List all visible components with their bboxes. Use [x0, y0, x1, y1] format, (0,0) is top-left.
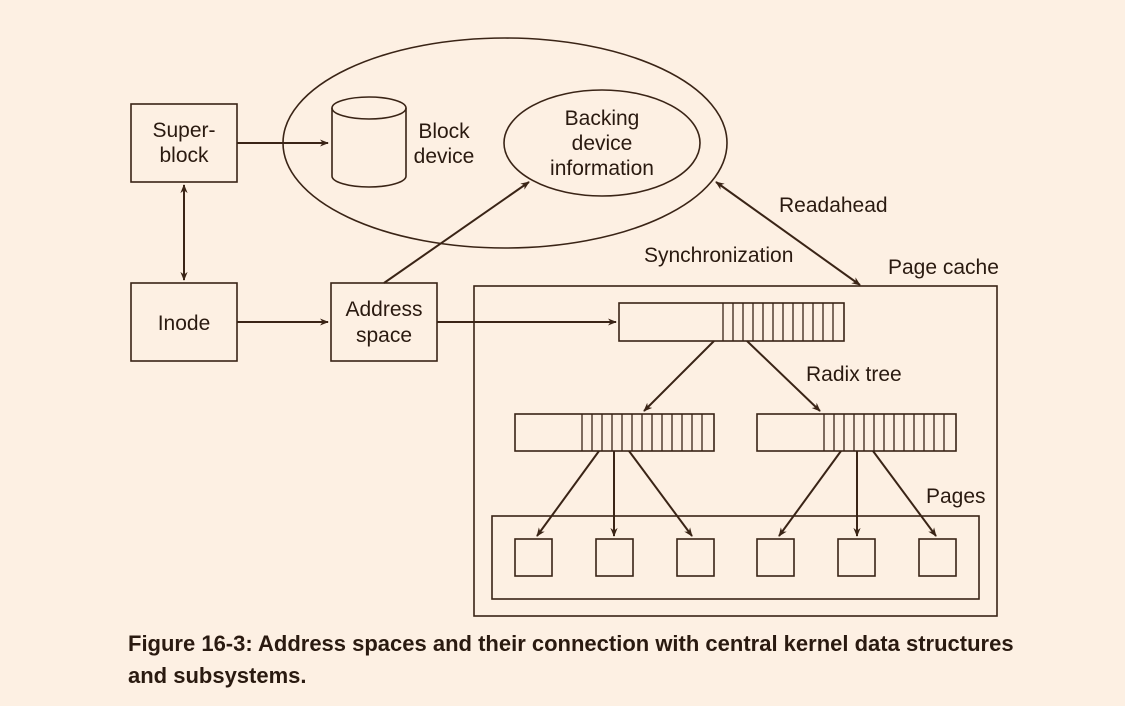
- page-cache-box: [473, 285, 998, 617]
- superblock-label-1: Super-: [152, 119, 215, 142]
- arrow-readahead: [715, 181, 861, 286]
- page-cache-label: Page cache: [888, 256, 999, 279]
- page-box: [676, 538, 715, 577]
- backing-label-2: device: [572, 132, 633, 155]
- radix-root-node: [618, 302, 845, 342]
- radix-right-node: [756, 413, 957, 452]
- figure-caption: Figure 16-3: Address spaces and their co…: [128, 631, 1014, 688]
- arrow-right-to-page4: [778, 450, 842, 537]
- block-device-label-1: Block: [418, 120, 470, 143]
- block-device-group-ellipse: [282, 37, 728, 249]
- address-space-node: [330, 282, 438, 362]
- backing-label-1: Backing: [565, 107, 640, 130]
- backing-label-3: information: [550, 157, 654, 180]
- arrow-left-to-page3: [628, 450, 693, 537]
- block-device-label-2: device: [414, 145, 475, 168]
- readahead-label: Readahead: [779, 194, 888, 217]
- arrow-radix-root-right: [746, 340, 821, 412]
- pages-group-box: [491, 515, 980, 600]
- arrow-radix-root-left: [643, 340, 715, 412]
- page-box: [837, 538, 876, 577]
- page-box: [595, 538, 634, 577]
- arrow-left-to-page1: [536, 450, 600, 537]
- backing-device-info-node: [503, 89, 701, 197]
- radix-left-node: [514, 413, 715, 452]
- arrow-address-space-to-backing: [383, 181, 530, 284]
- address-space-label-2: space: [356, 324, 412, 347]
- arrow-right-to-page6: [872, 450, 937, 537]
- block-device-cylinder-icon: [331, 96, 407, 188]
- synchronization-label: Synchronization: [644, 244, 793, 267]
- page-box: [918, 538, 957, 577]
- pages-label: Pages: [926, 485, 986, 508]
- superblock-label-2: block: [159, 144, 209, 167]
- radix-tree-label: Radix tree: [806, 363, 902, 386]
- page-box: [756, 538, 795, 577]
- inode-label: Inode: [158, 312, 211, 335]
- page-box: [514, 538, 553, 577]
- address-space-label-1: Address: [345, 298, 422, 321]
- superblock-node: [130, 103, 238, 183]
